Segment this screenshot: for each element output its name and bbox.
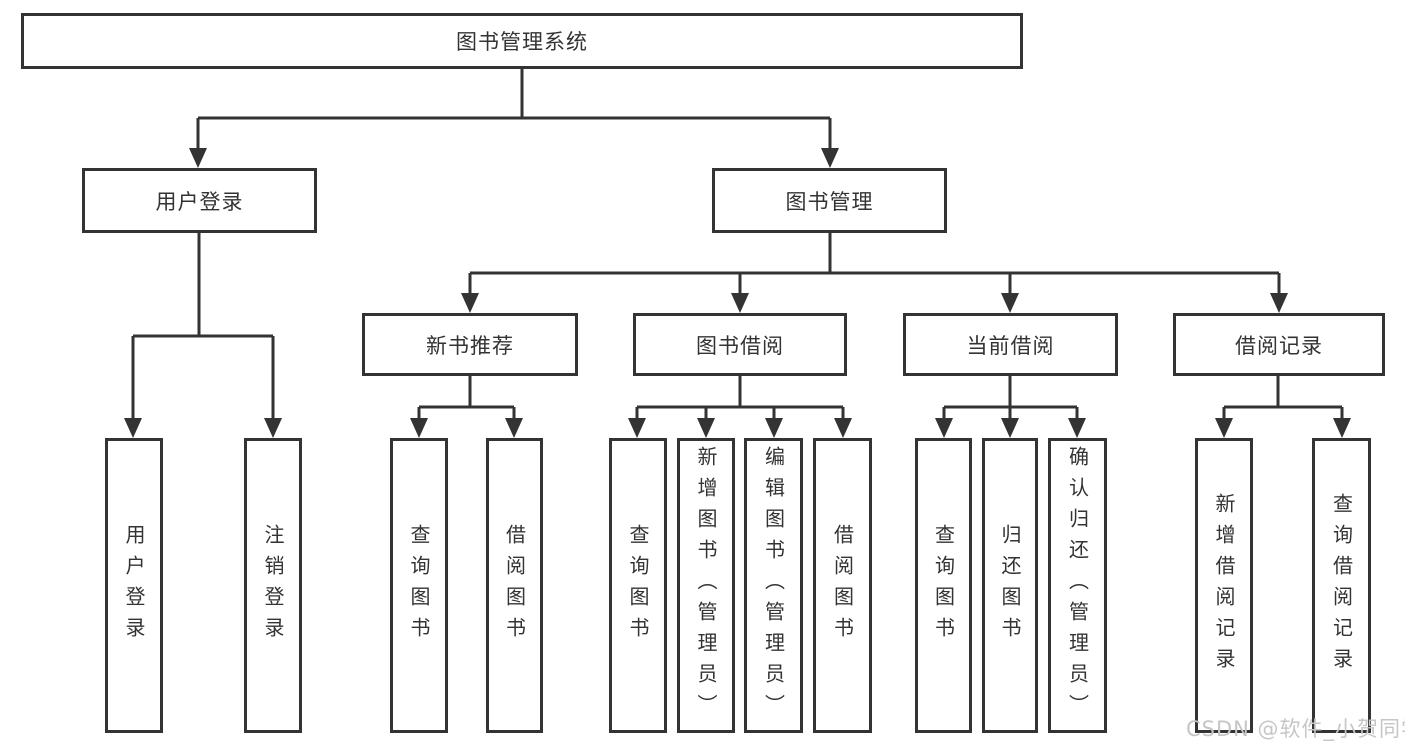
leaf-query-books-1: 查询图书 <box>390 438 448 733</box>
leaf-label: 查询图书 <box>407 523 431 648</box>
node-borrow-records: 借阅记录 <box>1173 313 1385 376</box>
leaf-query-borrow-record: 查询借阅记录 <box>1312 438 1371 733</box>
node-book-management: 图书管理 <box>712 168 947 233</box>
leaf-label: 新增图书（管理员） <box>694 446 718 725</box>
leaf-add-borrow-record: 新增借阅记录 <box>1195 438 1253 733</box>
leaf-return-books: 归还图书 <box>982 438 1038 733</box>
leaf-borrow-books-1: 借阅图书 <box>486 438 543 733</box>
leaf-label: 归还图书 <box>998 523 1022 648</box>
leaf-label: 查询图书 <box>626 523 650 648</box>
leaf-label: 确认归还（管理员） <box>1065 446 1090 725</box>
leaf-logout: 注销登录 <box>244 438 302 733</box>
leaf-label: 借阅图书 <box>502 523 527 648</box>
leaf-add-books-admin: 新增图书（管理员） <box>677 438 735 733</box>
leaf-query-books-2: 查询图书 <box>609 438 667 733</box>
csdn-watermark: CSDN @软件_小贺同学 <box>1186 717 1405 741</box>
node-user-login: 用户登录 <box>82 168 317 233</box>
leaf-label: 注销登录 <box>261 523 285 648</box>
leaf-label: 借阅图书 <box>830 523 855 648</box>
leaf-query-books-3: 查询图书 <box>915 438 972 733</box>
leaf-label: 查询借阅记录 <box>1329 492 1354 679</box>
node-book-borrow: 图书借阅 <box>633 313 847 376</box>
node-new-book-recommend: 新书推荐 <box>362 313 578 376</box>
leaf-confirm-return-admin: 确认归还（管理员） <box>1048 438 1107 733</box>
arrow-down-icons <box>124 148 1351 438</box>
leaf-edit-books-admin: 编辑图书（管理员） <box>744 438 803 733</box>
leaf-label: 新增借阅记录 <box>1212 492 1236 679</box>
node-root: 图书管理系统 <box>21 13 1023 69</box>
leaf-borrow-books-2: 借阅图书 <box>813 438 872 733</box>
leaf-label: 编辑图书（管理员） <box>761 446 786 725</box>
leaf-label: 查询图书 <box>931 523 956 648</box>
leaf-label: 用户登录 <box>122 523 146 648</box>
leaf-user-login: 用户登录 <box>105 438 163 733</box>
node-current-borrow: 当前借阅 <box>903 313 1118 376</box>
